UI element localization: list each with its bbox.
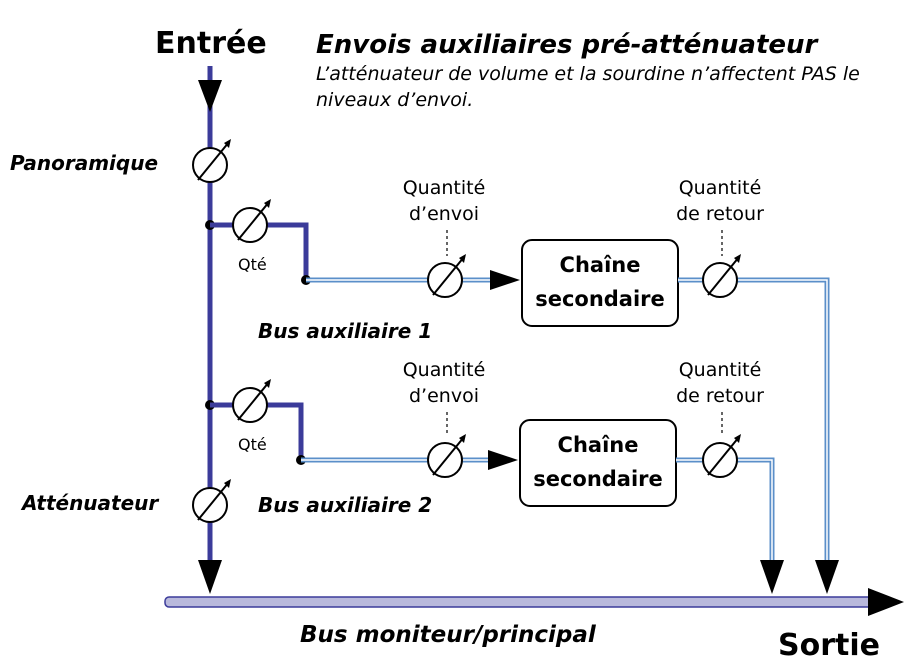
- aux-1-send-knob: [427, 254, 466, 298]
- aux-1-send-arrow: [490, 270, 520, 290]
- aux-1-return-label-2: de retour: [676, 203, 764, 225]
- aux-2-chain-label-2: secondaire: [533, 467, 663, 491]
- aux-1-return-label-1: Quantité: [679, 177, 762, 199]
- aux-1-chain-label-2: secondaire: [535, 287, 665, 311]
- aux-2-qty-knob: [232, 379, 271, 423]
- aux-2-chain-box: [519, 419, 677, 507]
- pan-label: Panoramique: [10, 151, 158, 175]
- aux-2-send-label-2: d’envoi: [409, 385, 479, 407]
- aux-2-return-label-1: Quantité: [679, 359, 762, 381]
- aux-1-qty-knob: [232, 199, 271, 243]
- fader-label: Atténuateur: [20, 491, 159, 515]
- aux-2-send-arrow: [488, 450, 518, 470]
- aux-1-chain-label-1: Chaîne: [560, 253, 641, 277]
- fader-knob: [192, 479, 231, 523]
- main-bus-label: Bus moniteur/principal: [300, 622, 597, 648]
- output-arrow: [868, 588, 904, 616]
- output-label: Sortie: [778, 628, 880, 662]
- aux-1-chain-box: [521, 239, 679, 327]
- aux-branch-1: Qté Quantité d’envoi Chaîne secondaire Q…: [205, 177, 839, 594]
- aux-2-bus-label: Bus auxiliaire 2: [258, 493, 432, 517]
- bus-feed-arrow: [198, 560, 222, 594]
- aux-1-send-label-1: Quantité: [403, 177, 486, 199]
- diagram-subtitle-line-1: L’atténuateur de volume et la sourdine n…: [316, 63, 860, 85]
- aux-2-return-arrow: [760, 560, 784, 594]
- aux-1-qty-label: Qté: [238, 255, 267, 274]
- main-bus-bar: [164, 596, 876, 608]
- aux-1-bus-label: Bus auxiliaire 1: [258, 319, 432, 343]
- aux-1-send-label-2: d’envoi: [409, 203, 479, 225]
- aux-1-return-knob: [702, 254, 741, 298]
- input-arrow: [198, 80, 222, 112]
- input-label: Entrée: [155, 26, 267, 61]
- pan-knob: [192, 139, 231, 183]
- aux-2-chain-label-1: Chaîne: [558, 433, 639, 457]
- aux-1-return-arrow: [815, 560, 839, 594]
- aux-2-return-label-2: de retour: [676, 385, 764, 407]
- aux-2-qty-label: Qté: [238, 435, 267, 454]
- aux-2-send-knob: [427, 434, 466, 478]
- aux-2-send-label-1: Quantité: [403, 359, 486, 381]
- aux-branch-2: Qté Quantité d’envoi Chaîne secondaire Q…: [205, 359, 784, 594]
- aux-2-return-knob: [702, 434, 741, 478]
- diagram-subtitle-line-2: niveaux d’envoi.: [316, 89, 473, 111]
- diagram-title: Envois auxiliaires pré-atténuateur: [316, 30, 820, 60]
